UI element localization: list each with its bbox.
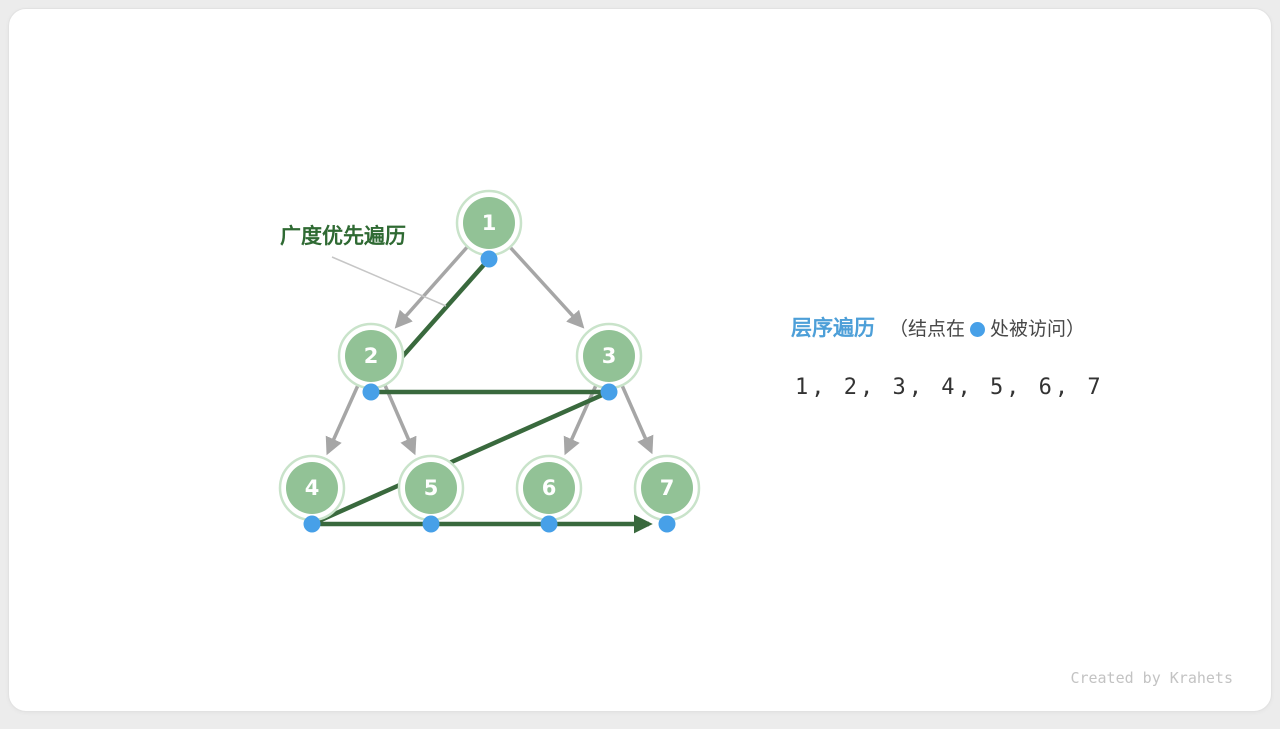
tree-edge-1-2 <box>394 243 471 329</box>
node-circle <box>583 330 635 382</box>
node-value: 3 <box>602 344 617 368</box>
tree-node-4: 4 <box>278 454 346 522</box>
tree-node-1: 1 <box>455 189 523 257</box>
node-circle <box>463 197 515 249</box>
visit-dot-legend-icon <box>970 322 986 337</box>
node-value: 4 <box>305 476 320 500</box>
traversal-sequence: 1, 2, 3, 4, 5, 6, 7 <box>795 375 1104 400</box>
tree-node-6: 6 <box>515 454 583 522</box>
node-value: 7 <box>660 476 675 500</box>
level-order-caption: 层序遍历 （结点在 处被访问） <box>791 312 1085 342</box>
tree-node-3: 3 <box>575 322 643 390</box>
tree-node-7: 7 <box>633 454 701 522</box>
node-value: 2 <box>364 344 379 368</box>
visit-dot-1 <box>480 250 498 268</box>
visit-note-suffix: 处被访问） <box>990 318 1086 340</box>
tree-edge-2-4 <box>325 382 361 456</box>
node-circle <box>345 330 397 382</box>
visit-dot-6 <box>540 515 558 533</box>
level-order-title: 层序遍历 <box>791 316 875 340</box>
node-circle <box>405 462 457 514</box>
node-circle <box>641 462 693 514</box>
tree-edge-3-6 <box>563 382 599 456</box>
tree-edge-2-5 <box>382 382 417 456</box>
watermark: Created by Krahets <box>1070 669 1233 687</box>
visit-note: （结点在 处被访问） <box>889 314 1085 341</box>
visit-note-prefix: （结点在 <box>889 318 966 340</box>
bfs-label: 广度优先遍历 <box>280 224 406 248</box>
visit-dot-4 <box>303 515 321 533</box>
binary-tree-diagram: 广度优先遍历 1 2 3 4 5 6 <box>278 189 701 534</box>
bfs-label-pointer-line <box>331 256 447 307</box>
node-value: 1 <box>482 211 497 235</box>
tree-node-2: 2 <box>337 322 405 390</box>
node-circle <box>523 462 575 514</box>
visit-dot-2 <box>362 383 380 401</box>
visit-dot-3 <box>600 383 618 401</box>
node-circle <box>286 462 338 514</box>
tree-edges <box>325 243 654 456</box>
visit-dots <box>303 250 676 533</box>
visit-dot-5 <box>422 515 440 533</box>
node-value: 5 <box>424 476 439 500</box>
node-value: 6 <box>542 476 557 500</box>
tree-node-5: 5 <box>397 454 465 522</box>
content-card: 广度优先遍历 1 2 3 4 5 6 <box>8 8 1272 712</box>
visit-dot-7 <box>658 515 676 533</box>
tree-edge-1-3 <box>507 244 585 329</box>
tree-edge-3-7 <box>619 382 654 455</box>
